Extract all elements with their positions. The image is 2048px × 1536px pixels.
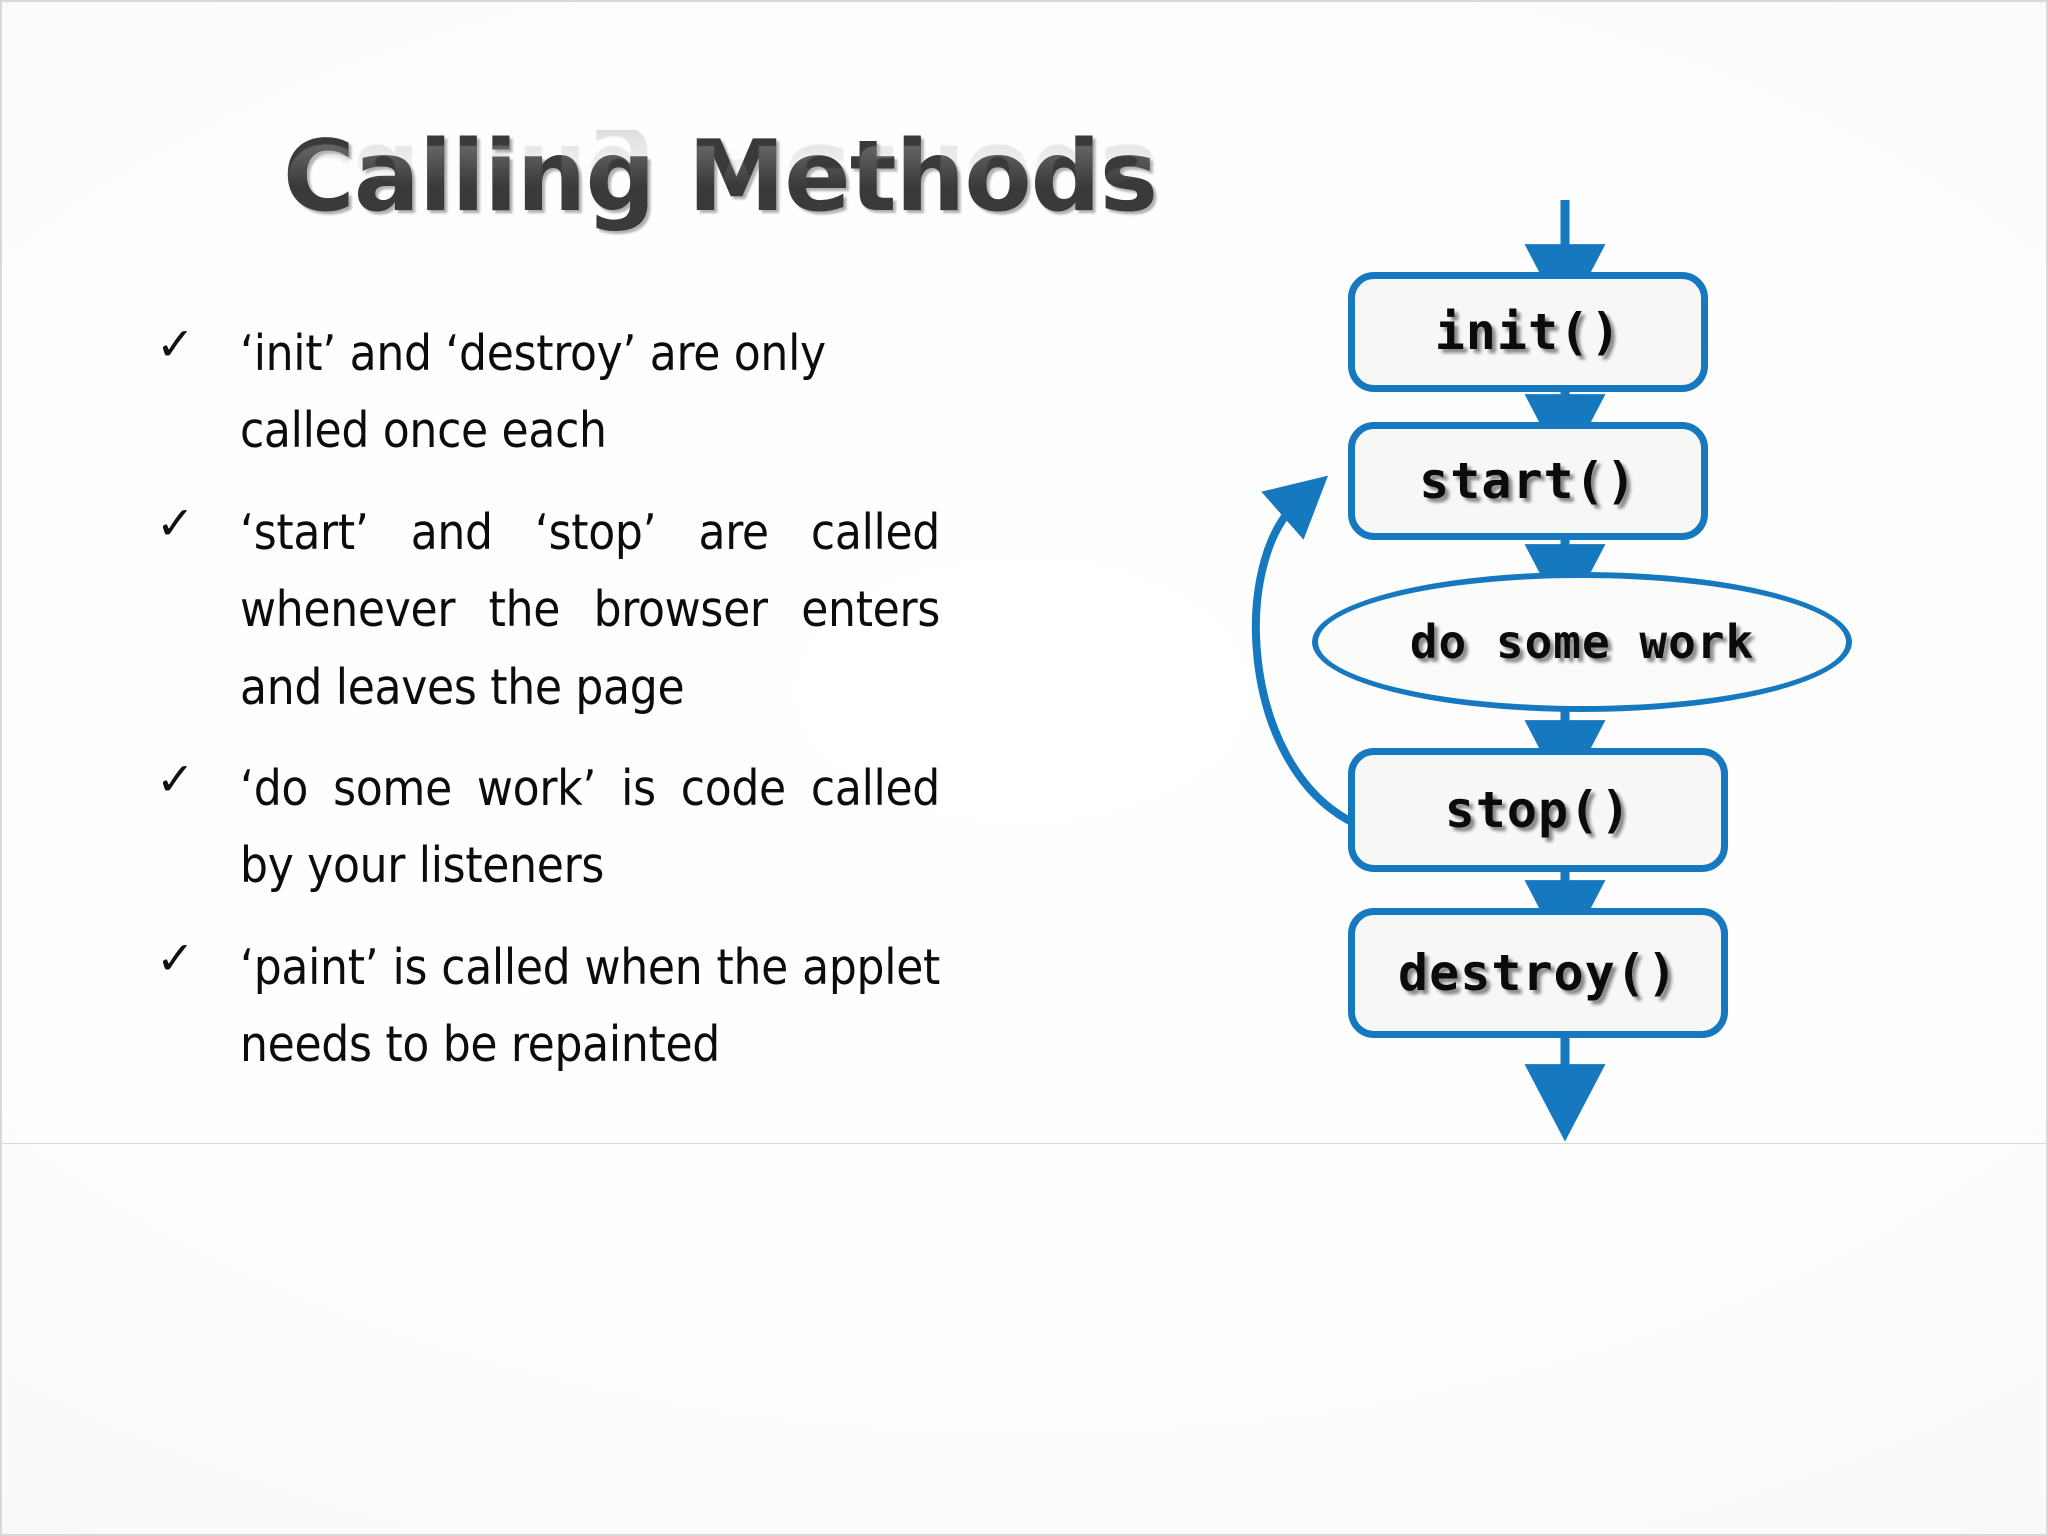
flow-node-start[interactable]: start() — [1348, 422, 1708, 540]
list-item: ✓ ‘do some work’ is code called by your … — [150, 750, 940, 905]
bullet-text-do-some-work: ‘do some work’ is code called by your li… — [240, 760, 940, 895]
flow-node-stop-label: stop() — [1444, 781, 1632, 839]
flow-node-destroy-label: destroy() — [1398, 944, 1678, 1002]
list-item: ✓ ‘paint’ is called when the applet need… — [150, 929, 940, 1084]
list-item: ✓ ‘init’ and ‘destroy’ are only called o… — [150, 315, 940, 470]
checkmark-icon: ✓ — [156, 930, 195, 985]
flow-node-do-some-work[interactable]: do some work — [1312, 572, 1852, 712]
applet-lifecycle-flowchart: init() start() do some work stop() destr… — [1080, 200, 1860, 1420]
flow-node-destroy[interactable]: destroy() — [1348, 908, 1728, 1038]
bullet-text-start-stop: ‘start’ and ‘stop’ are called whenever t… — [240, 503, 940, 716]
bullet-text-init-destroy: ‘init’ and ‘destroy’ are only called onc… — [240, 325, 826, 460]
flow-node-init-label: init() — [1434, 303, 1622, 361]
page-title: Calling Methods — [282, 120, 1158, 234]
flow-node-start-label: start() — [1419, 452, 1637, 510]
checkmark-icon: ✓ — [156, 495, 195, 550]
bullet-text-paint: ‘paint’ is called when the applet needs … — [240, 938, 940, 1074]
bullet-list: ✓ ‘init’ and ‘destroy’ are only called o… — [150, 315, 940, 1108]
slide-title-block: Calling Methods Calling Methods — [0, 120, 1440, 326]
flow-node-init[interactable]: init() — [1348, 272, 1708, 392]
horizontal-divider — [0, 1143, 2048, 1144]
flow-node-do-some-work-label: do some work — [1409, 615, 1755, 669]
flow-node-stop[interactable]: stop() — [1348, 748, 1728, 872]
checkmark-icon: ✓ — [156, 752, 195, 807]
checkmark-icon: ✓ — [156, 317, 195, 371]
list-item: ✓ ‘start’ and ‘stop’ are called whenever… — [150, 494, 940, 726]
